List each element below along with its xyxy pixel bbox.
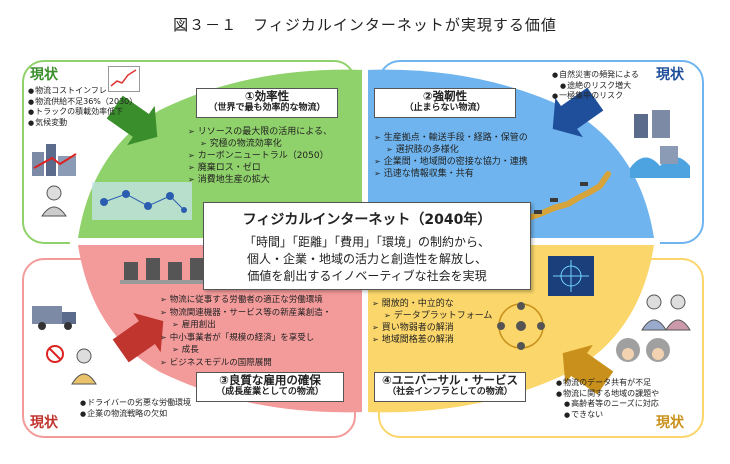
point-item: 迅速な情報収集・共有 xyxy=(374,168,528,180)
heading-subtitle: （止まらない物流） xyxy=(404,103,486,113)
points-employment: 物流に従事する労働者の適正な労働環境 物流関連機器・サービス等の新産業創造・ 雇… xyxy=(160,294,332,370)
center-body: 「時間」「距離」「費用」「環境」の制約から、 個人・企業・地域の活力と創造性を解… xyxy=(204,234,530,285)
genjo-list-2: 自然災害の頻発による 途絶のリスク増大 一極集中のリスク xyxy=(552,70,639,102)
genjo-label-1: 現状 xyxy=(30,67,58,83)
heading-subtitle: （成長産業としての物流） xyxy=(216,387,324,397)
point-item: 雇用創出 xyxy=(160,319,331,332)
genjo-item: 一極集中のリスク xyxy=(552,91,639,102)
japan-map-illustration xyxy=(525,171,611,221)
point-item: 企業間・地域間の密接な協力・連携 xyxy=(374,156,528,168)
point-item: 中小事業者が「規模の経済」を享受し xyxy=(160,332,331,345)
driver-icon xyxy=(46,345,97,385)
point-item: データプラットフォーム xyxy=(372,310,493,322)
heading-universal: ④ユニバーサル・サービス （社会インフラとしての物流） xyxy=(374,372,526,402)
center-statement: フィジカルインターネット（2040年） 「時間」「距離」「費用」「環境」の制約か… xyxy=(203,202,531,290)
center-line: 「時間」「距離」「費用」「環境」の制約から、 xyxy=(243,235,490,249)
genjo-item: ドライバーの劣悪な労働環境 xyxy=(80,398,191,409)
genjo-item: できない xyxy=(556,410,659,421)
genjo-list-4: 物流のデータ共有が不足 物流に関する地域の課題や 高齢者等のニーズに対応 できな… xyxy=(556,378,659,420)
heading-subtitle: （世界で最も効率的な物流） xyxy=(208,103,326,113)
point-item: 開放的・中立的な xyxy=(372,298,492,310)
point-item: 地域間格差の解消 xyxy=(372,334,492,346)
genjo-list-3: ドライバーの劣悪な労働環境 企業の物流戦略の欠如 xyxy=(80,398,191,419)
genjo-item: トラックの積載効率低下 xyxy=(28,107,137,118)
points-resilience: 生産拠点・輸送手段・経路・保管の 選択肢の多様化 企業間・地域間の密接な協力・連… xyxy=(374,132,528,180)
point-item: 究極の物流効率化 xyxy=(188,138,332,150)
heading-efficiency: ①効率性 （世界で最も効率的な物流） xyxy=(196,88,338,118)
genjo-item: 物流に関する地域の課題や xyxy=(556,389,659,400)
data-platform-icon xyxy=(548,256,594,296)
genjo-label-4: 現状 xyxy=(656,415,684,431)
point-item: 選択肢の多様化 xyxy=(374,144,528,156)
genjo-item: 物流のデータ共有が不足 xyxy=(556,378,659,389)
worker-icon xyxy=(41,185,67,217)
heading-employment: ③良質な雇用の確保 （成長産業としての物流） xyxy=(196,372,344,402)
heading-title: ②強靭性 xyxy=(422,89,468,103)
point-item: 廃棄ロス・ゼロ xyxy=(188,162,332,174)
arrow-red xyxy=(112,312,164,363)
genjo-item: 高齢者等のニーズに対応 xyxy=(556,399,659,410)
genjo-label-3: 現状 xyxy=(30,415,58,431)
point-item: リソースの最大限の活用による、 xyxy=(188,126,332,138)
point-item: 物流に従事する労働者の適正な労働環境 xyxy=(160,294,331,307)
network-illustration xyxy=(92,182,192,220)
heading-title: ③良質な雇用の確保 xyxy=(219,373,321,387)
heading-resilience: ②強靭性 （止まらない物流） xyxy=(374,88,516,118)
robot-arm-illustration xyxy=(120,258,210,284)
heading-title: ①効率性 xyxy=(244,89,290,103)
genjo-item: 途絶のリスク増大 xyxy=(552,81,639,92)
genjo-item: 企業の物流戦略の欠如 xyxy=(80,409,191,420)
worried-people-icon xyxy=(616,338,670,362)
genjo-list-1: 物流コストインフレ 物流供給不足36%（2030） トラックの積載効率低下 気候… xyxy=(28,86,137,128)
points-efficiency: リソースの最大限の活用による、 究極の物流効率化 カーボンニュートラル（2050… xyxy=(188,126,332,186)
center-line: 価値を創出するイノベーティブな社会を実現 xyxy=(247,269,487,283)
factory-icon xyxy=(32,144,77,176)
genjo-item: 物流供給不足36%（2030） xyxy=(28,97,137,108)
center-title: フィジカルインターネット（2040年） xyxy=(242,212,492,228)
genjo-item: 気候変動 xyxy=(28,118,137,129)
community-network-illustration xyxy=(497,302,545,350)
point-item: 成長 xyxy=(160,344,331,357)
center-line: 個人・企業・地域の活力と創造性を解放し、 xyxy=(246,252,487,266)
point-item: ビジネスモデルの国際展開 xyxy=(160,357,331,370)
heading-title: ④ユニバーサル・サービス xyxy=(381,373,518,387)
point-item: 物流関連機器・サービス等の新産業創造・ xyxy=(160,307,332,320)
heading-subtitle: （社会インフラとしての物流） xyxy=(387,387,513,397)
points-universal: 開放的・中立的な データプラットフォーム 買い物弱者の解消 地域間格差の解消 xyxy=(372,298,493,346)
point-item: 消費地生産の拡大 xyxy=(188,174,332,186)
truck-icon xyxy=(32,306,76,330)
elderly-people-icon xyxy=(641,294,691,331)
genjo-item: 物流コストインフレ xyxy=(28,86,137,97)
figure-title: 図３－１ フィジカルインターネットが実現する価値 xyxy=(173,16,557,34)
disaster-icon xyxy=(630,110,690,178)
point-item: カーボンニュートラル（2050） xyxy=(188,150,332,162)
point-item: 買い物弱者の解消 xyxy=(372,322,492,334)
genjo-label-2: 現状 xyxy=(656,67,684,83)
genjo-item: 自然災害の頻発による xyxy=(552,70,639,81)
cost-chart-icon xyxy=(108,66,140,92)
point-item: 生産拠点・輸送手段・経路・保管の xyxy=(374,132,528,144)
